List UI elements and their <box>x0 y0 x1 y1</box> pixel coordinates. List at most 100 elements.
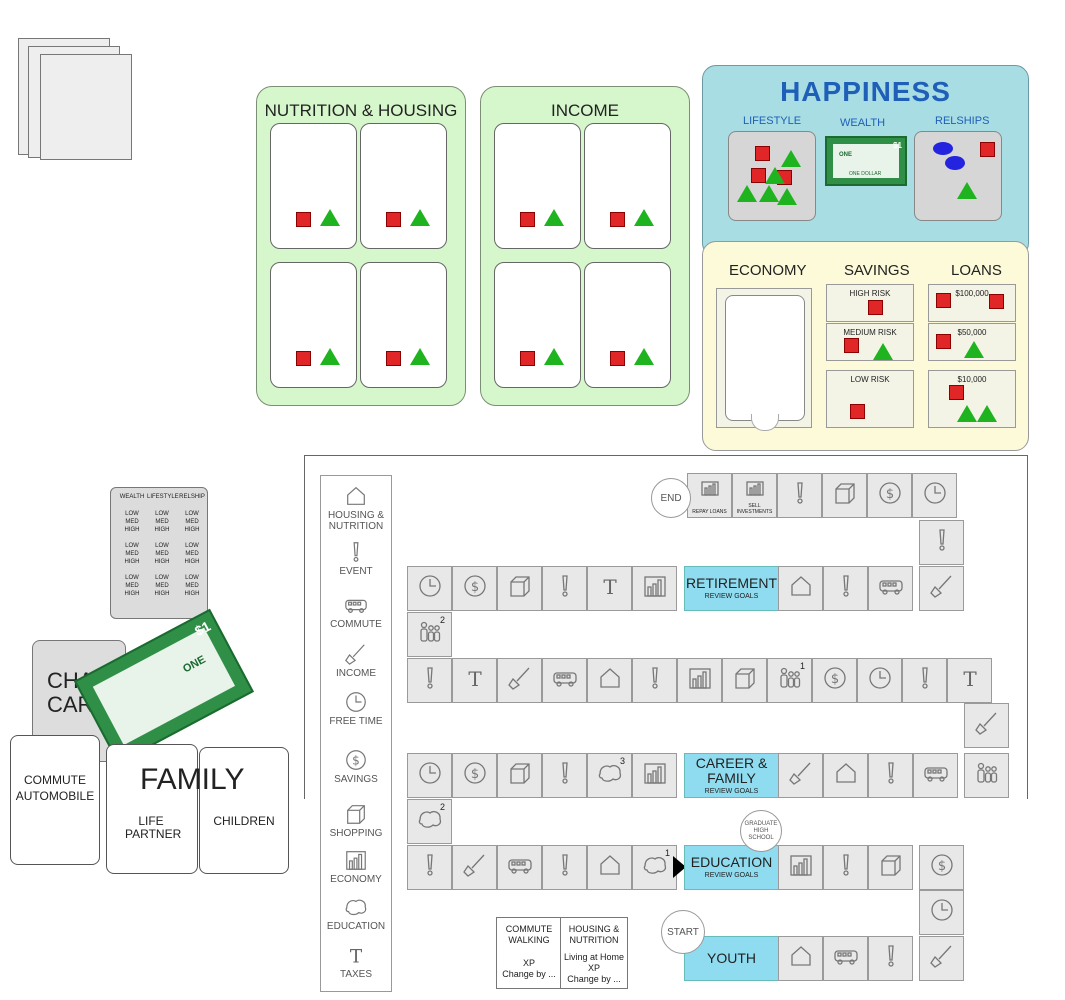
red-square-token[interactable] <box>386 351 401 366</box>
board-space[interactable] <box>542 845 587 890</box>
red-square-token[interactable] <box>296 351 311 366</box>
board-space[interactable] <box>632 658 677 703</box>
green-triangle-token[interactable] <box>544 348 564 365</box>
board-space[interactable] <box>497 566 542 611</box>
red-square-token[interactable] <box>755 146 770 161</box>
green-triangle-token[interactable] <box>781 150 801 167</box>
red-square-token[interactable] <box>980 142 995 157</box>
board-space[interactable] <box>919 890 964 935</box>
blue-oval-token[interactable] <box>945 156 965 170</box>
wealth-dollar-bill[interactable]: $1 ONE ONE DOLLAR <box>825 136 907 186</box>
board-space[interactable] <box>822 473 867 518</box>
board-space[interactable] <box>542 566 587 611</box>
card-slot[interactable] <box>584 262 671 388</box>
board-space[interactable] <box>919 936 964 981</box>
red-square-token[interactable] <box>936 293 951 308</box>
board-space[interactable] <box>778 936 823 981</box>
red-square-token[interactable] <box>520 351 535 366</box>
family-card[interactable]: LIFE PARTNER <box>106 744 198 874</box>
green-triangle-token[interactable] <box>320 348 340 365</box>
board-space[interactable]: $ <box>919 845 964 890</box>
red-square-token[interactable] <box>520 212 535 227</box>
board-space[interactable] <box>632 566 677 611</box>
card-slot[interactable] <box>584 123 671 249</box>
repay-loans-space[interactable]: REPAY LOANS <box>687 473 732 518</box>
red-square-token[interactable] <box>296 212 311 227</box>
green-triangle-token[interactable] <box>873 343 893 360</box>
board-space[interactable] <box>823 753 868 798</box>
board-space[interactable]: $ <box>812 658 857 703</box>
board-space[interactable] <box>497 753 542 798</box>
board-space[interactable] <box>497 658 542 703</box>
board-space[interactable] <box>778 566 823 611</box>
red-square-token[interactable] <box>386 212 401 227</box>
start-commute-card[interactable]: COMMUTE WALKING XP Change by ... <box>496 917 562 989</box>
children-card[interactable]: CHILDREN <box>199 747 289 874</box>
green-triangle-token[interactable] <box>964 341 984 358</box>
board-space[interactable] <box>587 845 632 890</box>
board-space[interactable] <box>777 473 822 518</box>
board-space[interactable] <box>542 753 587 798</box>
board-space[interactable] <box>632 753 677 798</box>
green-triangle-token[interactable] <box>410 209 430 226</box>
board-space[interactable] <box>452 845 497 890</box>
board-space[interactable]: $ <box>452 753 497 798</box>
board-space[interactable] <box>778 845 823 890</box>
board-space[interactable]: 3 <box>587 753 632 798</box>
board-space[interactable] <box>407 566 452 611</box>
board-space[interactable] <box>964 753 1009 798</box>
board-space[interactable]: $ <box>867 473 912 518</box>
family-space[interactable]: 2 <box>407 612 452 657</box>
red-square-token[interactable] <box>949 385 964 400</box>
board-space[interactable]: 2 <box>407 799 452 844</box>
card-slot[interactable] <box>360 262 447 388</box>
board-space[interactable] <box>823 566 868 611</box>
board-space[interactable] <box>902 658 947 703</box>
green-triangle-token[interactable] <box>957 182 977 199</box>
card-slot[interactable] <box>360 123 447 249</box>
board-space[interactable] <box>868 753 913 798</box>
savings-slot[interactable]: LOW RISK <box>826 370 914 428</box>
board-space[interactable]: $ <box>452 566 497 611</box>
board-space[interactable] <box>722 658 767 703</box>
savings-slot[interactable]: MEDIUM RISK <box>826 323 914 361</box>
red-square-token[interactable] <box>751 168 766 183</box>
commute-card[interactable]: COMMUTE AUTOMOBILE <box>10 735 100 865</box>
green-triangle-token[interactable] <box>544 209 564 226</box>
green-triangle-token[interactable] <box>634 348 654 365</box>
board-space[interactable] <box>407 658 452 703</box>
blue-oval-token[interactable] <box>933 142 953 155</box>
board-space[interactable] <box>913 753 958 798</box>
sell-investments-space[interactable]: SELL INVESTMENTS <box>732 473 777 518</box>
card-slot[interactable] <box>494 123 581 249</box>
card-slot[interactable] <box>270 262 357 388</box>
red-square-token[interactable] <box>989 294 1004 309</box>
red-square-token[interactable] <box>610 212 625 227</box>
green-triangle-token[interactable] <box>320 209 340 226</box>
red-square-token[interactable] <box>844 338 859 353</box>
economy-slot[interactable] <box>716 288 812 428</box>
board-space[interactable] <box>823 845 868 890</box>
board-space[interactable] <box>587 658 632 703</box>
board-space[interactable] <box>964 703 1009 748</box>
board-space[interactable] <box>919 566 964 611</box>
green-triangle-token[interactable] <box>977 405 997 422</box>
red-square-token[interactable] <box>610 351 625 366</box>
green-triangle-token[interactable] <box>765 167 785 184</box>
board-space[interactable] <box>823 936 868 981</box>
green-triangle-token[interactable] <box>759 185 779 202</box>
card-slot[interactable] <box>494 262 581 388</box>
card-deck[interactable] <box>18 38 133 160</box>
board-space[interactable] <box>919 520 964 565</box>
board-space[interactable] <box>868 566 913 611</box>
card-slot[interactable] <box>270 123 357 249</box>
board-space[interactable] <box>497 845 542 890</box>
board-space[interactable] <box>868 936 913 981</box>
red-square-token[interactable] <box>868 300 883 315</box>
red-square-token[interactable] <box>850 404 865 419</box>
board-space[interactable]: 1 <box>632 845 677 890</box>
board-space[interactable]: T <box>452 658 497 703</box>
